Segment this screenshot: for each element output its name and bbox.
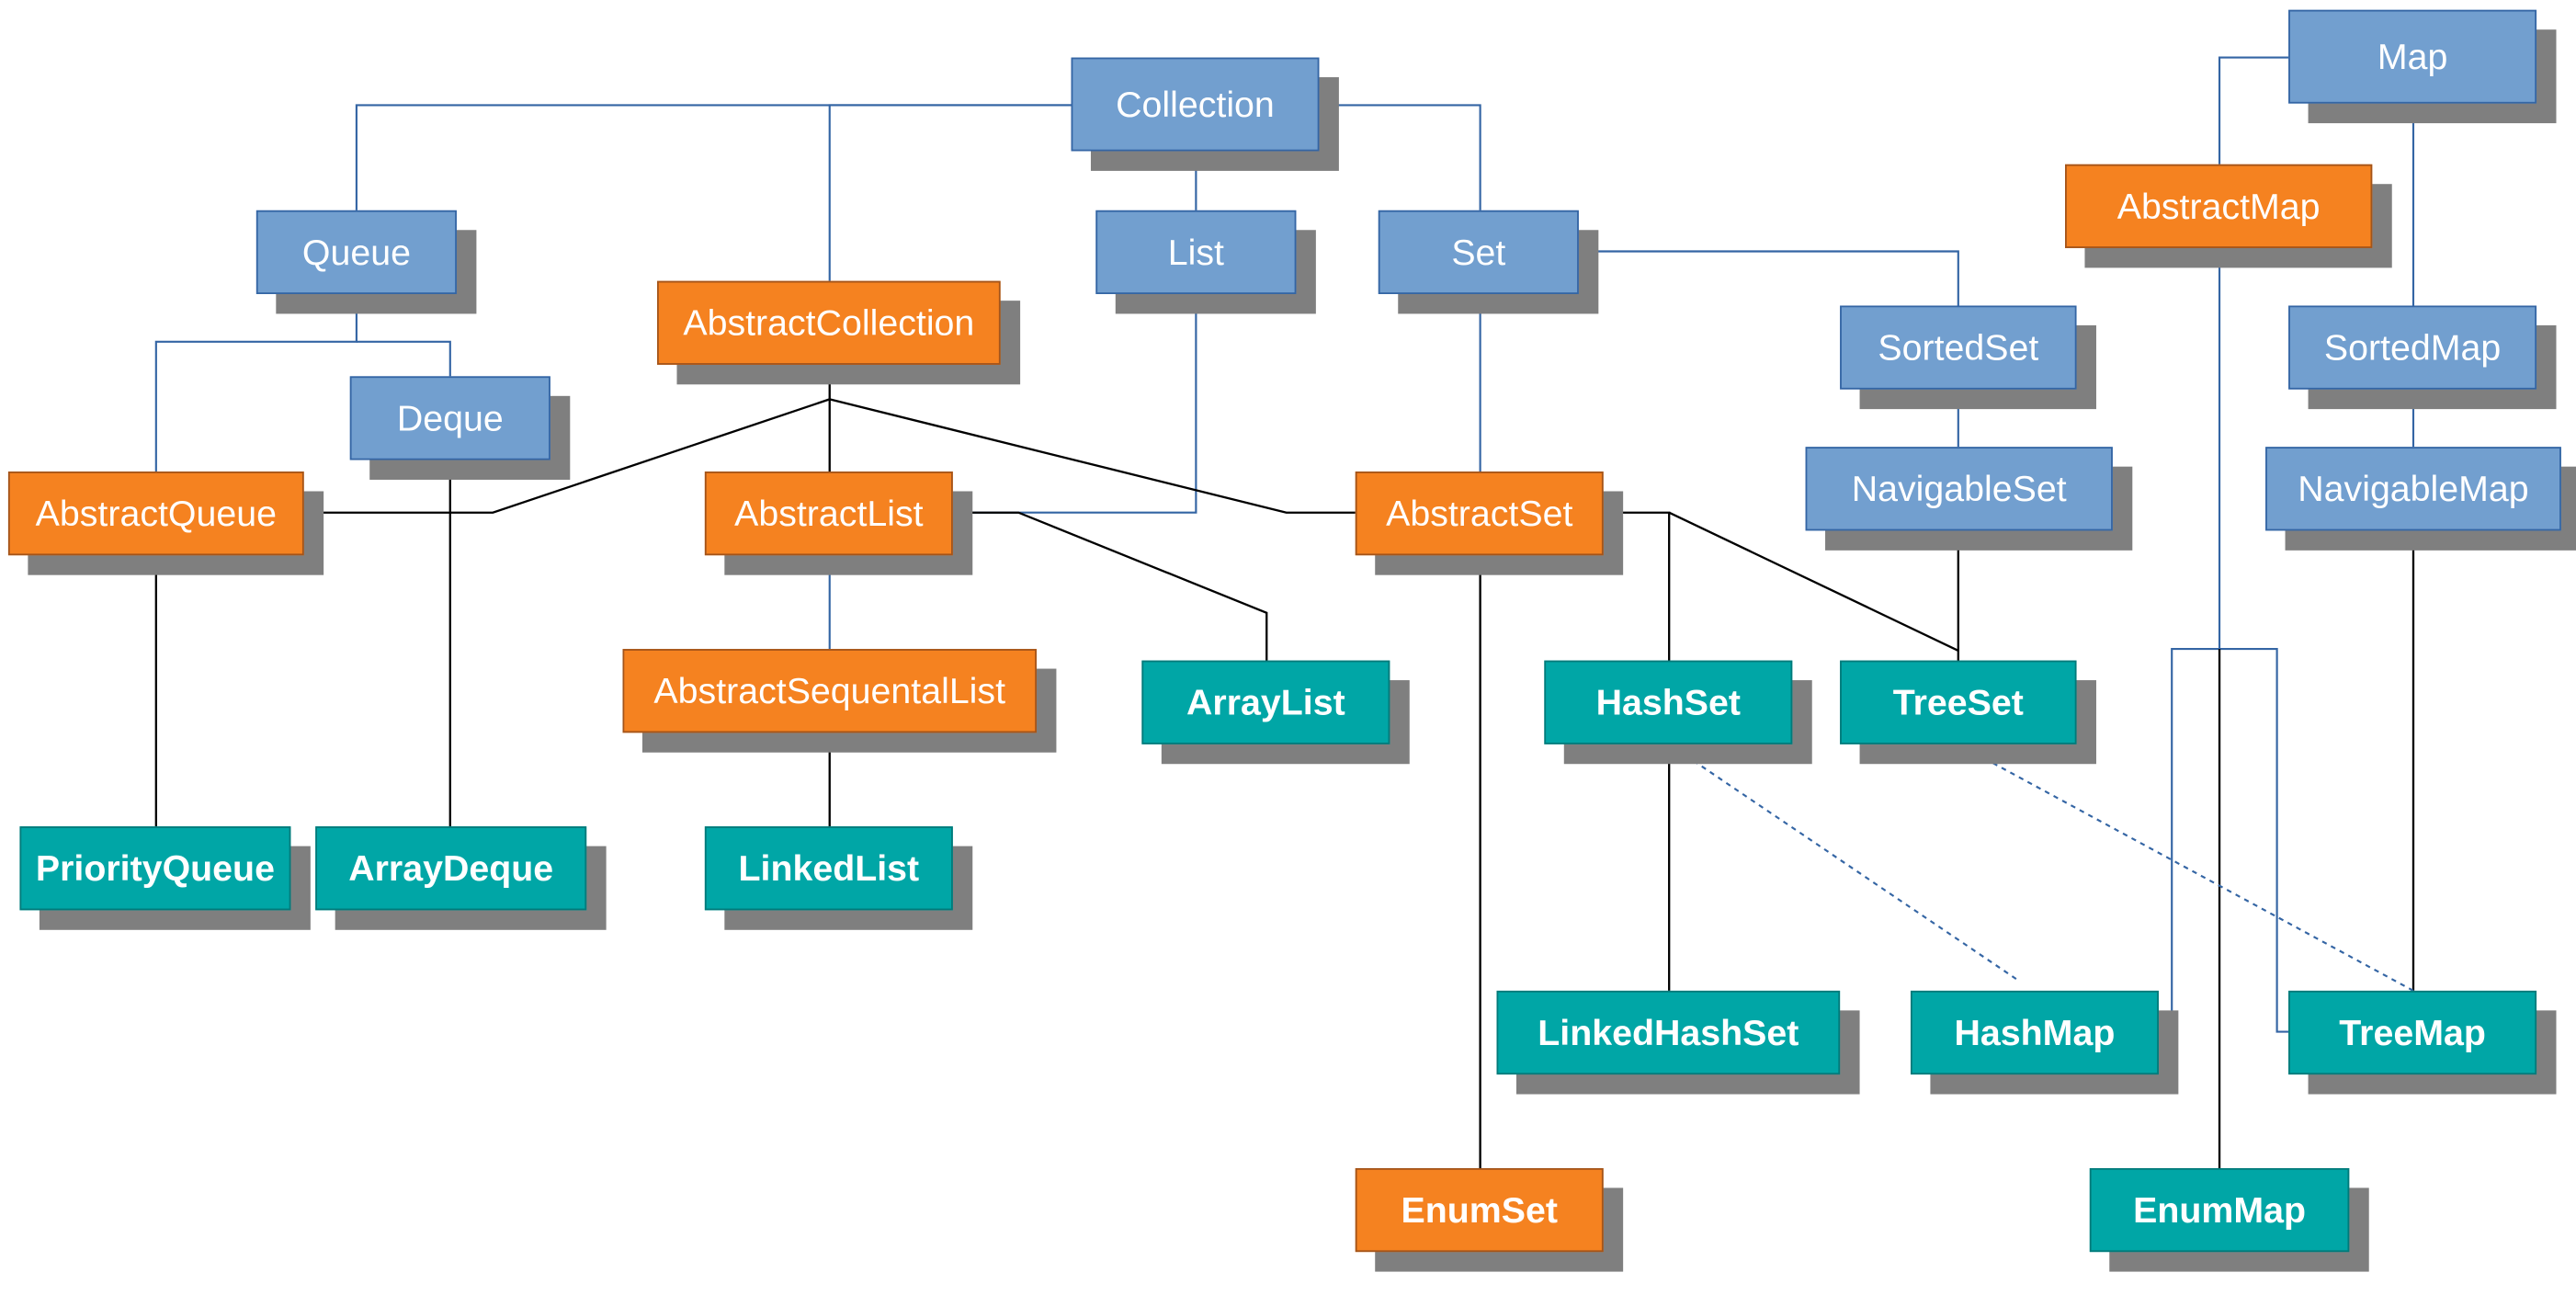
node-treemap: TreeMap [2288,990,2537,1075]
edge-treeset-to-treemap [1958,743,2414,992]
node-queue: Queue [255,210,457,294]
node-enummap: EnumMap [2089,1167,2350,1253]
edge-hashset-to-hashmap [1668,743,2020,983]
node-list: List [1095,210,1297,294]
edge-abstractcollection-to-abstractqueue [303,398,831,514]
node-arraylist: ArrayList [1141,660,1390,744]
edge-collection-to-abstractcollection [828,104,1072,281]
edge-set-to-sortedset [1578,250,1959,306]
edge-abstractmap-to-treemap [2219,648,2289,1033]
node-abstractset: AbstractSet [1355,471,1604,556]
node-navigableset: NavigableSet [1805,447,2113,531]
node-arraydeque: ArrayDeque [315,826,587,911]
node-sortedmap: SortedMap [2288,305,2537,390]
edge-abstractmap-to-hashmap [2158,247,2221,1033]
edge-collection-to-set [1319,104,1481,210]
node-navigablemap: NavigableMap [2265,447,2561,531]
edge-abstractcollection-to-abstractset [829,398,1356,514]
edge-queue-to-deque [356,340,451,377]
edge-queue-to-abstractqueue [154,293,357,472]
node-deque: Deque [349,376,550,460]
node-abstractmap: AbstractMap [2065,164,2373,248]
node-abstractlist: AbstractList [704,471,953,556]
node-abstractsequentallist: AbstractSequentalList [622,649,1037,733]
edge-map-to-abstractmap [2218,56,2289,165]
node-hashset: HashSet [1544,660,1793,744]
node-hashmap: HashMap [1910,990,2159,1075]
node-abstractqueue: AbstractQueue [7,471,304,556]
node-abstractcollection: AbstractCollection [657,280,1001,365]
edge-collection-to-queue [355,104,1072,210]
node-set: Set [1378,210,1579,294]
edge-list-to-abstractlist [952,293,1197,514]
node-linkedlist: LinkedList [704,826,953,911]
edge-abstractset-to-treeset [1668,511,1959,652]
node-linkedhashset: LinkedHashSet [1496,990,1841,1075]
node-sortedset: SortedSet [1840,305,2077,390]
node-map: Map [2288,9,2537,104]
node-collection: Collection [1071,57,1320,152]
node-treeset: TreeSet [1840,660,2077,744]
edge-abstractlist-to-arraylist [952,511,1268,661]
node-enumset: EnumSet [1355,1167,1604,1253]
node-priorityqueue: PriorityQueue [19,826,291,911]
edge-abstractset-to-hashset [1603,511,1671,661]
